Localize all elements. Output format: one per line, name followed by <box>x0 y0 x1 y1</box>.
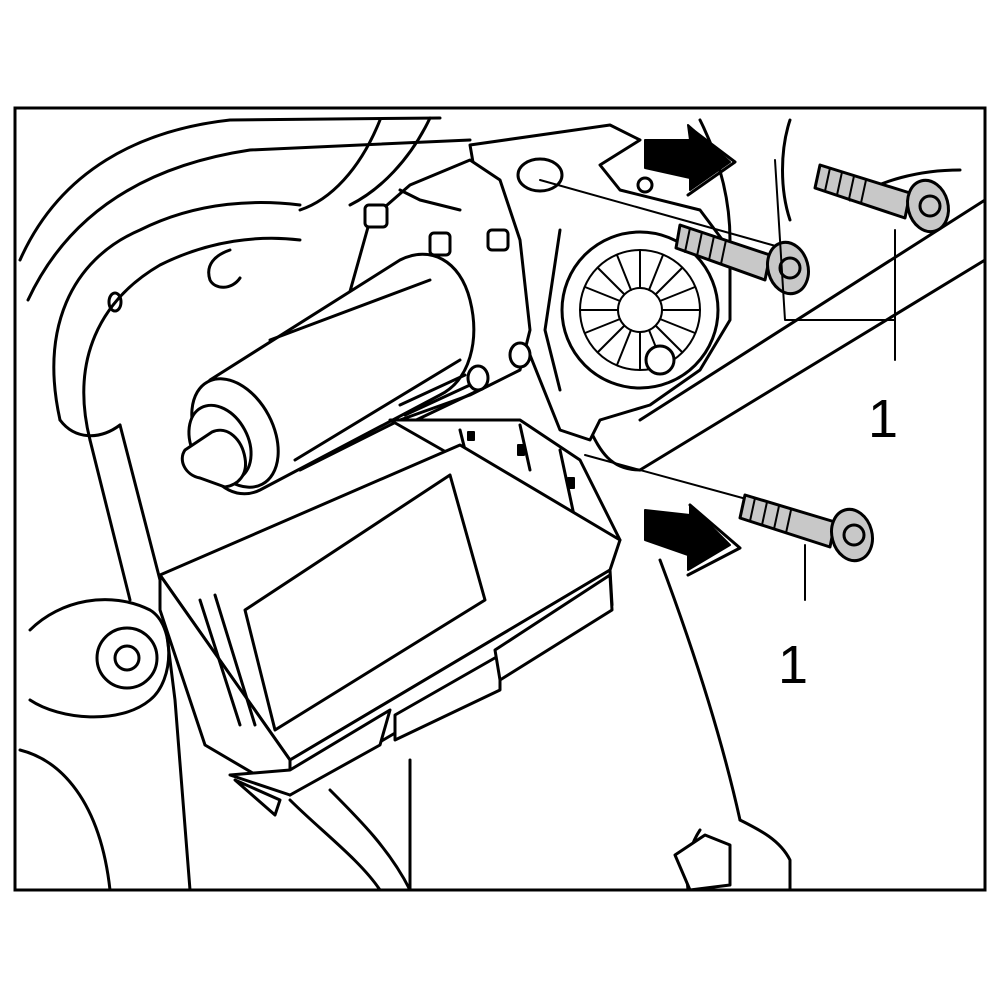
callout-label-bolts-top: 1 <box>868 389 899 449</box>
figure-frame <box>13 106 987 892</box>
door-panel-background <box>18 116 985 890</box>
arrow-right-icon <box>644 124 737 197</box>
bolt-icon <box>674 223 810 296</box>
motor-icon <box>180 158 532 496</box>
control-module-icon <box>158 418 622 817</box>
arrow-right-icon <box>644 503 742 577</box>
bolt-icon <box>738 493 874 563</box>
callout-leaders <box>774 159 896 601</box>
gear-housing <box>468 123 732 442</box>
bolt-icon <box>813 163 950 234</box>
callout-label-bolt-bottom: 1 <box>778 635 809 695</box>
